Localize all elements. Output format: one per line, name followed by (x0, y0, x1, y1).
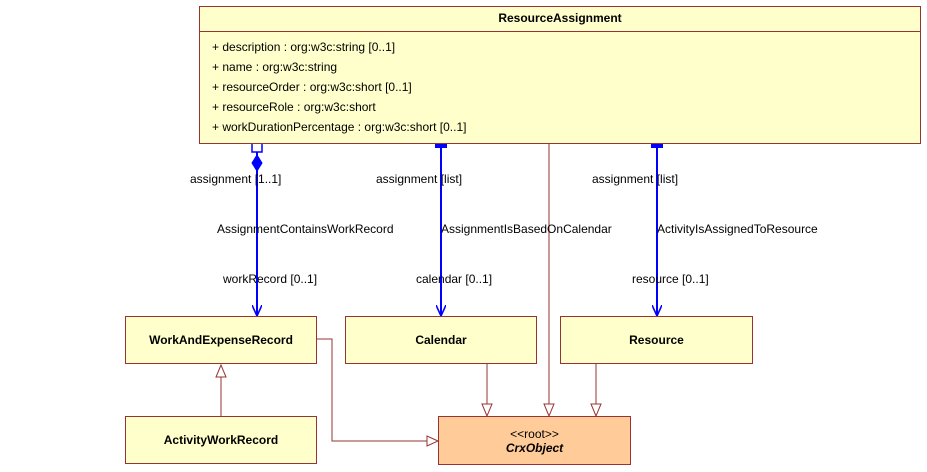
attribute-item: + workDurationPercentage : org:w3c:short… (212, 120, 467, 134)
non-navigable-end-icon (651, 143, 663, 148)
class-resource[interactable]: Resource (560, 316, 753, 364)
association-name-label: AssignmentIsBasedOnCalendar (441, 222, 612, 236)
class-crx-object[interactable]: <<root>> CrxObject (438, 416, 631, 465)
attribute-item: + resourceRole : org:w3c:short (212, 100, 376, 114)
generalization-activity-to-work-record[interactable] (215, 363, 227, 416)
class-activity-work-record[interactable]: ActivityWorkRecord (125, 416, 317, 464)
association-assigned-to-resource[interactable] (651, 143, 663, 316)
target-role-label: workRecord [0..1] (223, 272, 318, 286)
class-resource-assignment[interactable]: ResourceAssignment + description : org:w… (199, 6, 921, 144)
class-work-and-expense-record[interactable]: WorkAndExpenseRecord (125, 316, 317, 364)
non-navigable-end-icon (435, 143, 447, 148)
target-role-label: calendar [0..1] (416, 272, 493, 286)
association-based-on-calendar[interactable] (435, 143, 447, 316)
inheritance-triangle-icon (215, 363, 227, 378)
composition-diamond-icon (251, 154, 263, 172)
source-role-label: assignment [list] (592, 172, 679, 186)
association-contains-work-record[interactable] (251, 141, 263, 316)
source-role-label: assignment [list] (376, 172, 463, 186)
class-name: CrxObject (505, 440, 564, 455)
class-name: WorkAndExpenseRecord (149, 333, 293, 347)
inheritance-triangle-icon (543, 403, 555, 418)
attribute-compartment: + description : org:w3c:string [0..1] + … (200, 31, 920, 137)
attribute-item: + name : org:w3c:string (212, 60, 338, 74)
class-name: ResourceAssignment (498, 11, 622, 25)
class-name: ActivityWorkRecord (163, 433, 279, 447)
attribute-item: + resourceOrder : org:w3c:short [0..1] (212, 80, 412, 94)
generalization-resource-assignment-to-crx-object[interactable] (543, 143, 555, 418)
stereotype-label: <<root>> (510, 426, 559, 441)
attribute-item: + description : org:w3c:string [0..1] (212, 40, 396, 54)
generalization-resource-to-crx-object[interactable] (590, 364, 602, 418)
inheritance-triangle-icon (590, 403, 602, 418)
class-name: Calendar (415, 333, 467, 347)
target-role-label: resource [0..1] (632, 272, 709, 286)
generalization-work-record-to-crx-object[interactable] (317, 338, 440, 447)
inheritance-triangle-icon (481, 403, 493, 418)
association-name-label: AssignmentContainsWorkRecord (217, 222, 394, 236)
class-name: Resource (629, 333, 684, 347)
association-name-label: ActivityIsAssignedToResource (657, 222, 818, 236)
class-calendar[interactable]: Calendar (345, 316, 537, 364)
generalization-calendar-to-crx-object[interactable] (481, 364, 493, 418)
source-role-label: assignment [1..1] (190, 172, 282, 186)
inheritance-triangle-icon (426, 435, 440, 447)
